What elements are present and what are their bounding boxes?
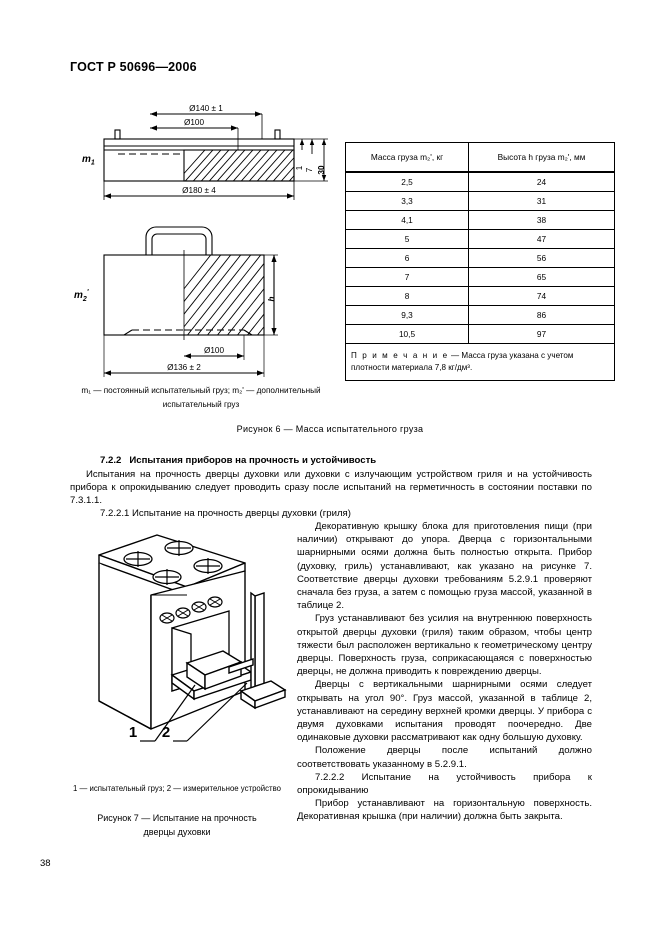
dim-v1: 1 xyxy=(295,165,304,170)
cell-mass: 3,3 xyxy=(344,191,470,211)
paragraph: Дверцы с вертикальными шарнирными осями … xyxy=(297,679,592,744)
page-header-standard: ГОСТ Р 50696—2006 xyxy=(70,60,197,74)
table-row: 7 65 xyxy=(344,267,615,287)
table-row: 3,3 31 xyxy=(344,191,615,211)
cell-height: 38 xyxy=(468,210,615,230)
figure-7-drawing: 1 2 xyxy=(95,533,290,778)
table-row: 8 74 xyxy=(344,286,615,306)
cell-mass: 5 xyxy=(344,229,470,249)
cell-mass: 6 xyxy=(344,248,470,268)
table-header-row: Масса груза m₂', кг Высота h груза m₂', … xyxy=(344,142,615,173)
paragraph: Положение дверцы после испытаний должно … xyxy=(297,745,592,770)
table-header-height: Высота h груза m₂', мм xyxy=(468,142,615,173)
table-row: 6 56 xyxy=(344,248,615,268)
figure-7-label-1: 1 xyxy=(129,724,137,741)
cell-height: 97 xyxy=(468,324,615,344)
table-note-row: П р и м е ч а н и е — Масса груза указан… xyxy=(345,342,615,382)
cell-mass: 2,5 xyxy=(344,171,470,192)
dim-d100-bottom: Ø100 xyxy=(204,346,224,355)
paragraph-text: Испытания на прочность дверцы духовки ил… xyxy=(70,469,592,507)
body-text-column: Декоративную крышку блока для приготовле… xyxy=(297,520,592,824)
figure-7-legend: 1 — испытательный груз; 2 — измерительно… xyxy=(73,784,281,793)
dim-d136: Ø136 ± 2 xyxy=(167,363,201,372)
cell-height: 47 xyxy=(468,229,615,249)
figure-7-caption: Рисунок 7 — Испытание на прочность дверц… xyxy=(62,812,292,839)
cell-height: 31 xyxy=(468,191,615,211)
table-row: 4,1 38 xyxy=(344,210,615,230)
section-heading-7221: 7.2.2.1 Испытание на прочность дверцы ду… xyxy=(100,508,351,519)
figure-6-caption: Рисунок 6 — Масса испытательного груза xyxy=(236,424,424,434)
page-number: 38 xyxy=(40,858,51,869)
cell-mass: 4,1 xyxy=(344,210,470,230)
figure-7-caption-line1: Рисунок 7 — Испытание на прочность xyxy=(97,813,257,823)
figure-6-drawing: Ø140 ± 1 Ø100 Ø180 ± 4 1 7 30 Ø100 Ø136 … xyxy=(62,92,337,392)
figure-7-label-2: 2 xyxy=(162,724,170,741)
paragraph: Прибор устанавливают на горизонтальную п… xyxy=(297,798,592,823)
table-body: 2,5 24 3,3 31 4,1 38 5 47 6 56 7 65 xyxy=(344,171,615,382)
dim-v7: 7 xyxy=(305,167,314,172)
cell-height: 86 xyxy=(468,305,615,325)
dim-d180: Ø180 ± 4 xyxy=(182,186,216,195)
table-row: 2,5 24 xyxy=(344,171,615,192)
cell-mass: 7 xyxy=(344,267,470,287)
table-row: 9,3 86 xyxy=(344,305,615,325)
dim-d140: Ø140 ± 1 xyxy=(189,104,223,113)
table-note: П р и м е ч а н и е — Масса груза указан… xyxy=(345,342,615,382)
cell-height: 24 xyxy=(468,171,615,192)
note-label: П р и м е ч а н и е xyxy=(351,351,449,360)
section-paragraph-722: Испытания на прочность дверцы духовки ил… xyxy=(70,468,592,508)
table-row: 5 47 xyxy=(344,229,615,249)
figure-6-legend: m₁ — постоянный испытательный груз; m₂' … xyxy=(81,386,321,409)
cell-height: 65 xyxy=(468,267,615,287)
section-number-722: 7.2.2 xyxy=(100,455,122,466)
cell-height: 74 xyxy=(468,286,615,306)
table-row: 10,5 97 xyxy=(344,324,615,344)
section-heading-722: 7.2.2 Испытания приборов на прочность и … xyxy=(100,455,376,466)
cell-mass: 10,5 xyxy=(344,324,470,344)
note-text: — Масса груза указана с учетом плотности… xyxy=(351,351,574,372)
cell-height: 56 xyxy=(468,248,615,268)
table-header-mass: Масса груза m₂', кг xyxy=(344,142,470,173)
figure-7-svg: 1 2 xyxy=(98,534,287,742)
dim-h: h xyxy=(267,296,276,301)
label-m2: m2' xyxy=(74,289,89,303)
paragraph: Груз устанавливают без усилия на внутрен… xyxy=(297,613,592,678)
cell-mass: 8 xyxy=(344,286,470,306)
section-title-722: Испытания приборов на прочность и устойч… xyxy=(129,455,377,466)
weight-height-table: Масса груза m₂', кг Высота h груза m₂', … xyxy=(344,142,615,382)
label-m1: m1 xyxy=(82,154,95,167)
dim-d100-top: Ø100 xyxy=(184,118,204,127)
figure-6-svg: Ø140 ± 1 Ø100 Ø180 ± 4 1 7 30 Ø100 Ø136 … xyxy=(74,104,328,377)
figure-7-caption-line2: дверцы духовки xyxy=(143,826,211,837)
dim-v30: 30 xyxy=(317,165,326,175)
paragraph: Декоративную крышку блока для приготовле… xyxy=(297,521,592,612)
cell-mass: 9,3 xyxy=(344,305,470,325)
heading-7222: 7.2.2.2 Испытание на устойчивость прибор… xyxy=(297,771,592,797)
